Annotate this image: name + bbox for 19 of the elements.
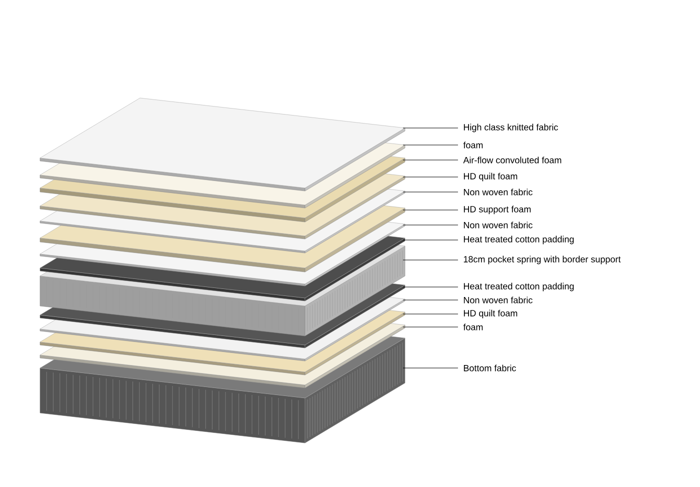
leader-line [402,286,458,288]
layer-label: HD quilt foam [464,172,518,182]
layer-label: foam [463,324,483,330]
layer-label: Non woven fabric [464,188,532,196]
leader-line [402,224,458,226]
layer-label: Heat treated cotton padding [464,236,574,244]
leader-line [402,326,458,328]
layer-label: High class knitted fabric [464,124,558,132]
layer-label: Air-flow convoluted foam [463,156,562,164]
layer-label: HD quilt foam [464,310,518,318]
leader-line [402,176,458,178]
layer-label: Non woven fabric [464,222,532,228]
layer-label: Heat treated cotton padding [464,282,574,292]
layer-label: 18cm pocket spring with border support [464,256,621,264]
leader-line [402,144,458,146]
layer-label: Non woven fabric [464,296,532,304]
layer-label: foam [463,142,483,148]
layer-label: HD support foam [464,206,531,214]
layer-label: Bottom fabric [464,364,516,372]
